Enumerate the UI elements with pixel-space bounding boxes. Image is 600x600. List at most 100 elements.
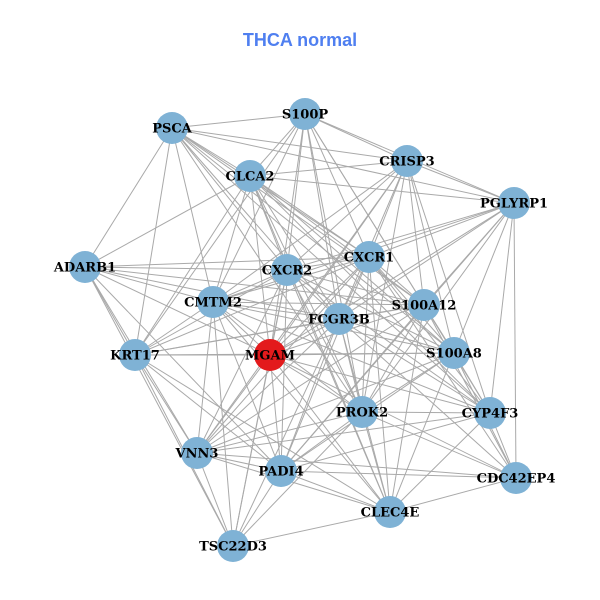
edge-adarb1-cxcr2 <box>84 266 288 271</box>
node-fcgr3b: FCGR3B <box>308 303 370 335</box>
node-label: S100P <box>282 108 329 123</box>
edge-adarb1-cxcr1 <box>84 256 370 268</box>
edge-clec4e-cdc42ep4 <box>389 477 517 513</box>
node-circle <box>498 187 530 219</box>
node-s100a12: S100A12 <box>392 289 456 321</box>
edge-psca-cxcr1 <box>171 127 370 258</box>
edge-crisp3-prok2 <box>361 160 408 413</box>
edge-clca2-crisp3 <box>249 160 408 177</box>
edge-adarb1-mgam <box>84 266 271 356</box>
edge-clec4e-tsc22d3 <box>232 511 391 547</box>
node-circle <box>391 145 423 177</box>
edge-vnn3-tsc22d3 <box>196 452 234 547</box>
node-label: FCGR3B <box>308 313 370 328</box>
node-label: CYP4F3 <box>462 407 519 422</box>
node-label: VNN3 <box>175 447 219 462</box>
node-padi4: PADI4 <box>258 455 304 487</box>
edge-mgam-vnn3 <box>196 354 271 454</box>
edge-prok2-clec4e <box>361 411 391 513</box>
node-circle <box>500 462 532 494</box>
node-label: CRISP3 <box>379 155 434 170</box>
edge-psca-adarb1 <box>84 127 173 268</box>
node-tsc22d3: TSC22D3 <box>199 530 267 562</box>
edge-mgam-padi4 <box>269 354 282 472</box>
edge-cmtm2-fcgr3b <box>212 301 340 320</box>
edge-cmtm2-vnn3 <box>196 301 214 454</box>
edge-pglyrp1-cxcr1 <box>368 202 515 258</box>
node-circle <box>197 286 229 318</box>
edge-pglyrp1-fcgr3b <box>338 202 515 320</box>
node-circle <box>69 251 101 283</box>
node-cyp4f3: CYP4F3 <box>462 397 519 429</box>
node-label: CXCR2 <box>262 264 312 279</box>
edge-psca-s100a12 <box>171 127 425 306</box>
edge-prok2-cyp4f3 <box>361 411 491 414</box>
edge-cxcr2-prok2 <box>286 269 363 413</box>
node-prok2: PROK2 <box>336 396 388 428</box>
edge-mgam-prok2 <box>269 354 363 413</box>
node-label: CLCA2 <box>226 170 275 185</box>
node-label: PROK2 <box>336 406 388 421</box>
edge-cxcr1-cdc42ep4 <box>368 256 517 479</box>
edge-prok2-vnn3 <box>196 411 363 454</box>
edge-fcgr3b-cyp4f3 <box>338 318 491 414</box>
edge-crisp3-s100a12 <box>406 160 425 306</box>
edge-clca2-prok2 <box>249 175 363 413</box>
edge-cxcr1-clec4e <box>368 256 391 513</box>
edge-cxcr2-vnn3 <box>196 269 288 454</box>
edge-adarb1-padi4 <box>84 266 282 472</box>
node-circle <box>323 303 355 335</box>
node-label: CMTM2 <box>184 296 242 311</box>
node-label: ADARB1 <box>53 261 116 276</box>
edge-psca-krt17 <box>134 127 173 356</box>
node-label: MGAM <box>245 349 295 364</box>
node-mgam: MGAM <box>245 339 295 371</box>
node-cmtm2: CMTM2 <box>184 286 242 318</box>
node-label: CDC42EP4 <box>477 472 556 487</box>
edge-s100a12-clec4e <box>389 304 425 513</box>
edge-vnn3-clec4e <box>196 452 391 513</box>
edge-prok2-tsc22d3 <box>232 411 363 547</box>
edge-crisp3-cyp4f3 <box>406 160 491 414</box>
edge-pglyrp1-cdc42ep4 <box>513 202 517 479</box>
edge-cyp4f3-padi4 <box>280 412 491 472</box>
edge-cxcr2-s100a8 <box>286 269 455 354</box>
node-label: TSC22D3 <box>199 540 267 555</box>
edge-crisp3-cxcr2 <box>286 160 408 271</box>
node-label: CLEC4E <box>361 506 420 521</box>
edge-s100p-cmtm2 <box>212 113 306 303</box>
edge-mgam-tsc22d3 <box>232 354 271 547</box>
node-cxcr1: CXCR1 <box>344 241 394 273</box>
edge-mgam-s100a8 <box>269 352 455 356</box>
node-adarb1: ADARB1 <box>53 251 116 283</box>
edge-fcgr3b-tsc22d3 <box>232 318 340 547</box>
edge-crisp3-pglyrp1 <box>406 160 515 204</box>
edge-cmtm2-clec4e <box>212 301 391 513</box>
edge-prok2-padi4 <box>280 411 363 472</box>
edge-fcgr3b-padi4 <box>280 318 340 472</box>
edge-crisp3-vnn3 <box>196 160 408 454</box>
edge-s100p-fcgr3b <box>304 113 340 320</box>
edge-cyp4f3-vnn3 <box>196 412 491 454</box>
node-circle <box>408 289 440 321</box>
node-circle <box>119 339 151 371</box>
edge-s100a12-padi4 <box>280 304 425 472</box>
node-clec4e: CLEC4E <box>361 496 420 528</box>
edge-crisp3-s100a8 <box>406 160 455 354</box>
edge-mgam-cyp4f3 <box>269 354 491 414</box>
node-circle <box>156 112 188 144</box>
edge-vnn3-cdc42ep4 <box>196 452 517 479</box>
edge-psca-s100p <box>171 113 306 129</box>
node-label: S100A8 <box>426 347 482 362</box>
node-circle <box>265 455 297 487</box>
edge-fcgr3b-vnn3 <box>196 318 340 454</box>
edge-cmtm2-s100a12 <box>212 301 425 306</box>
edge-fcgr3b-s100a8 <box>338 318 455 354</box>
edge-psca-cxcr2 <box>171 127 288 271</box>
edge-s100a8-vnn3 <box>196 352 455 454</box>
node-cxcr2: CXCR2 <box>262 254 312 286</box>
node-circle <box>474 397 506 429</box>
edge-s100p-crisp3 <box>304 113 408 162</box>
edge-crisp3-cmtm2 <box>212 160 408 303</box>
